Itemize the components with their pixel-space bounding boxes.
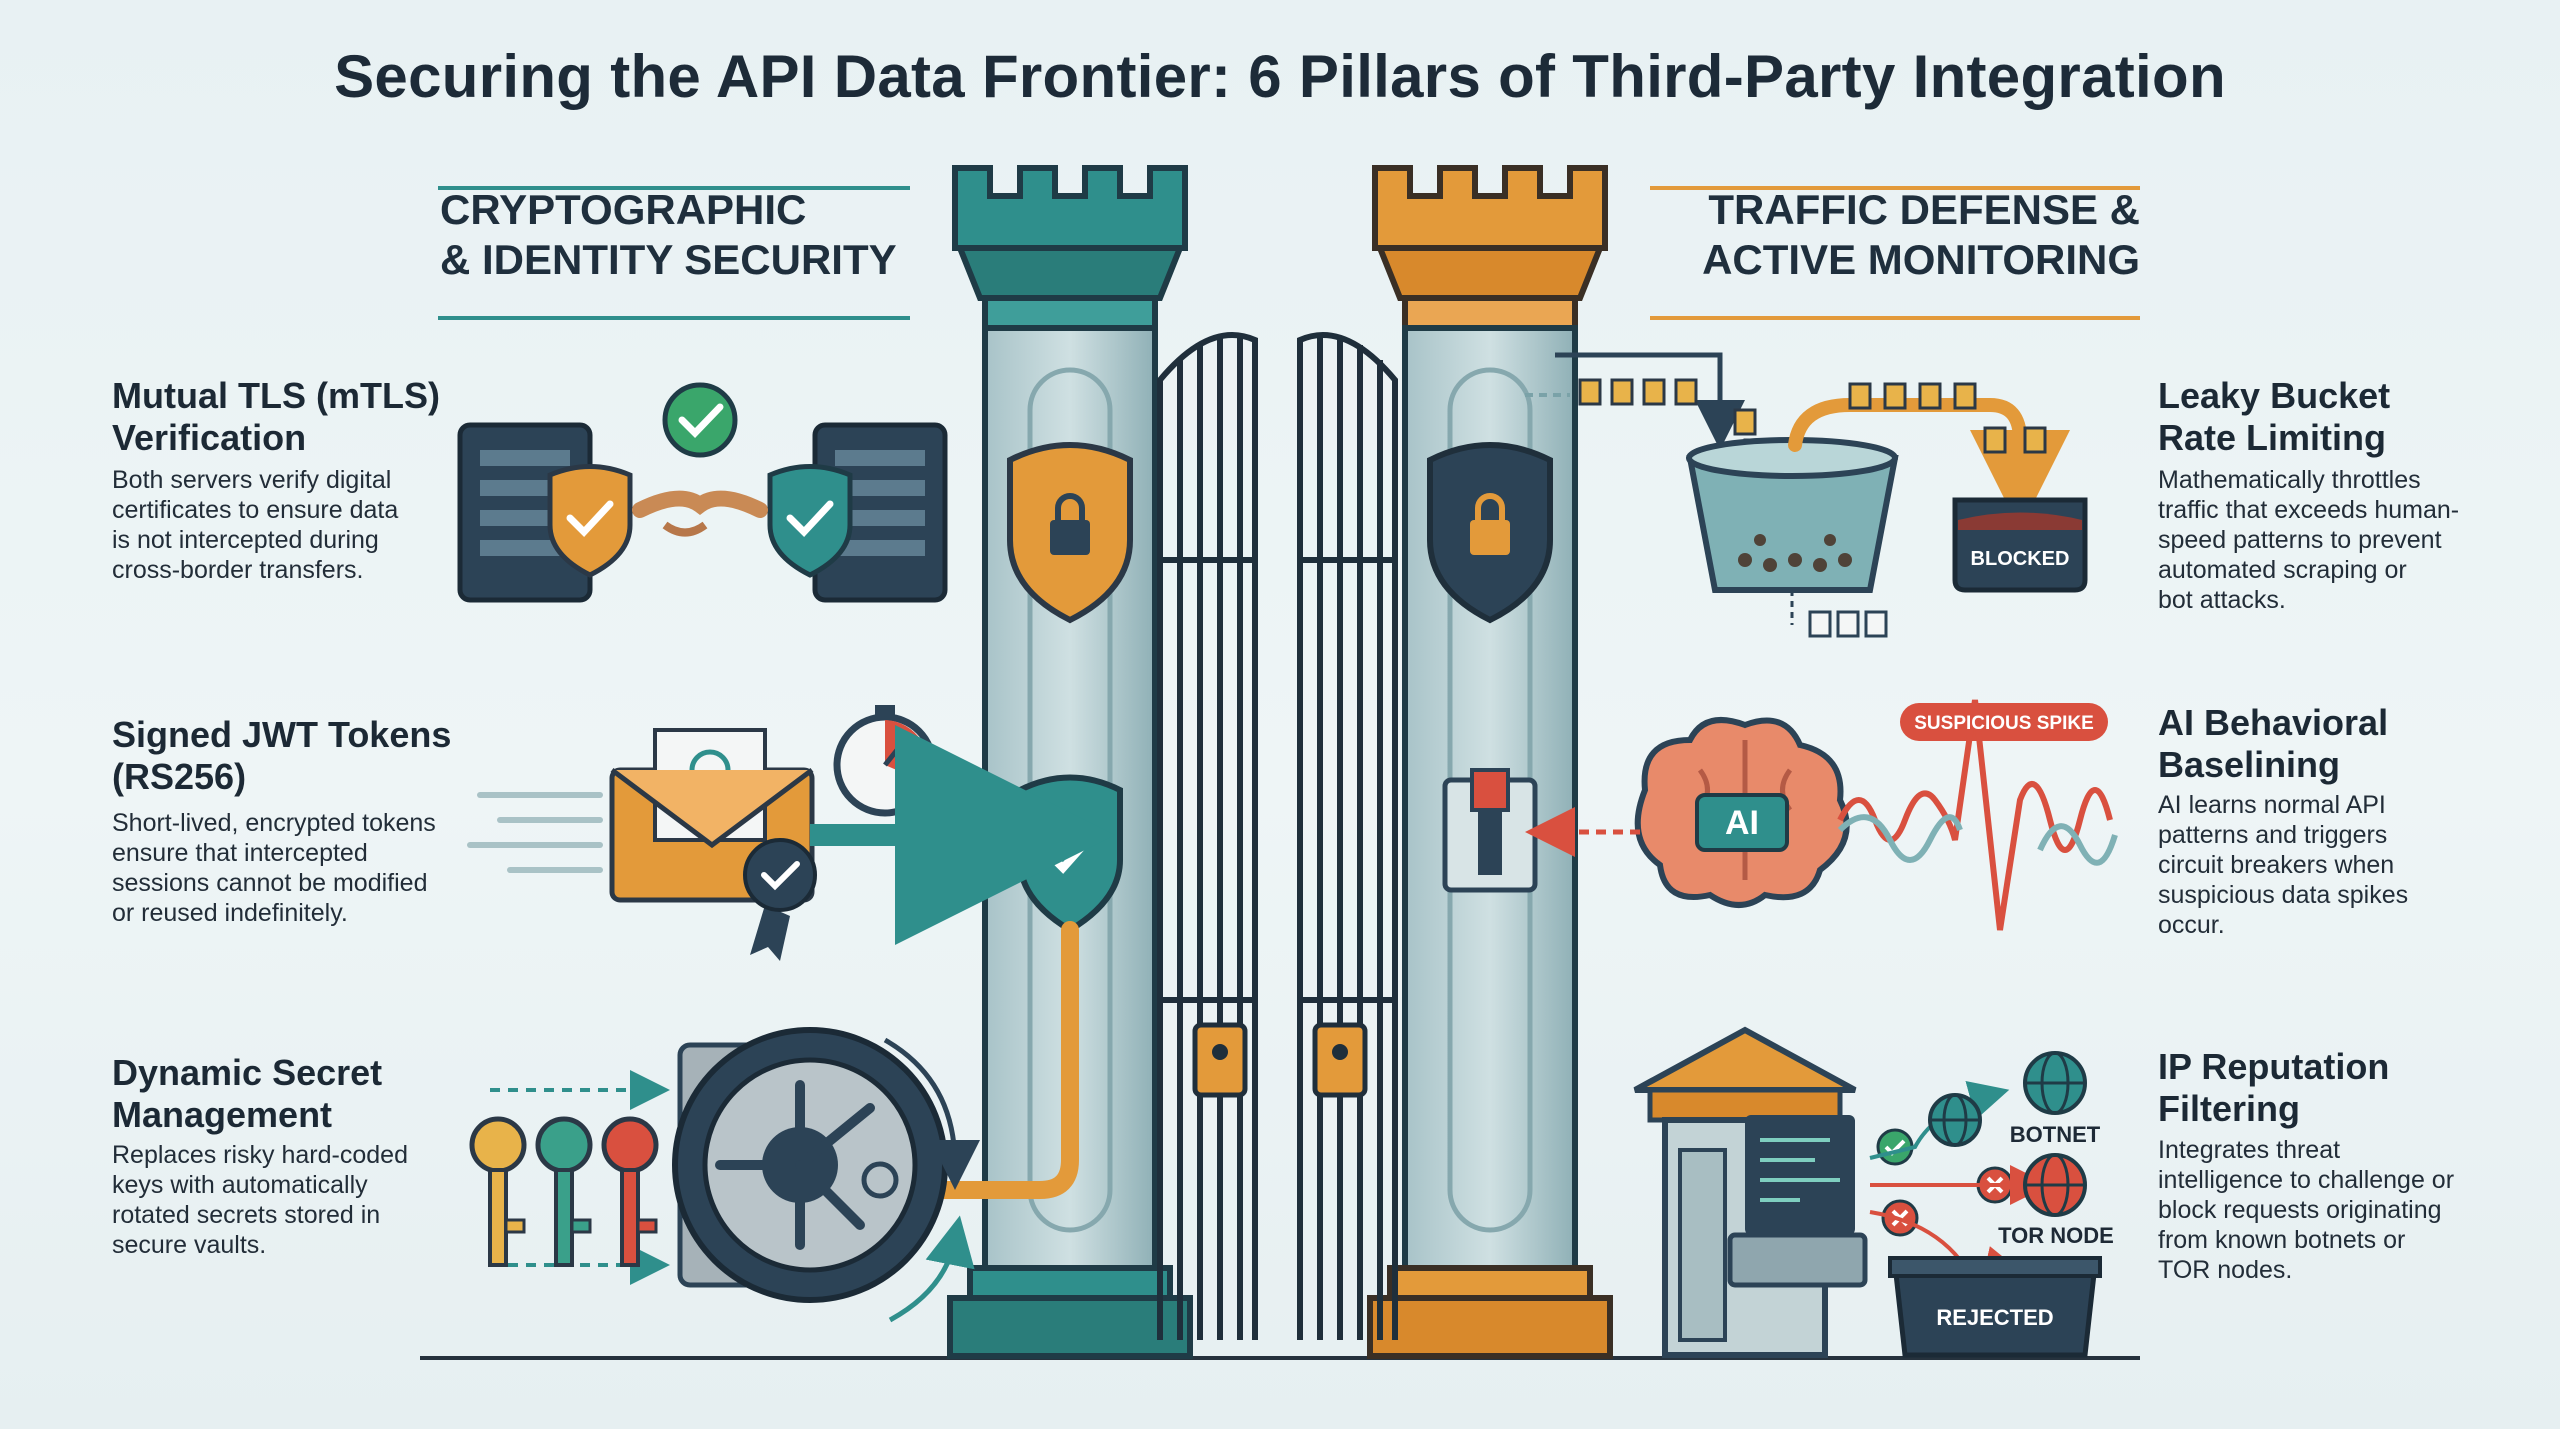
pillar-2-desc-line: ensure that intercepted: [112, 839, 368, 867]
packet-row: [1848, 382, 2047, 454]
pillar-1-desc-line: is not intercepted during: [112, 526, 379, 554]
pillar-1-title-line1: Mutual TLS (mTLS): [112, 375, 440, 416]
shield-check-orange-icon: [547, 464, 633, 578]
packet-row: [1578, 378, 1767, 466]
inflow-pipe: [1555, 352, 1745, 450]
shield-padlock-right-icon: [1427, 442, 1553, 624]
shield-check-teal-icon: [767, 464, 853, 578]
stopwatch-icon: [833, 705, 937, 817]
tower-right-icon: [1367, 165, 1613, 1359]
pillar-4-title: Leaky Bucket Rate Limiting: [2158, 375, 2390, 459]
packet-row: [1808, 610, 1888, 638]
vault-icon: [672, 1027, 948, 1303]
section-head-right: TRAFFIC DEFENSE & ACTIVE MONITORING: [1650, 185, 2140, 285]
section-head-left: CRYPTOGRAPHIC & IDENTITY SECURITY: [440, 185, 910, 285]
pillar-4-desc-line: bot attacks.: [2158, 586, 2286, 614]
pillar-4-desc-line: automated scraping or: [2158, 556, 2407, 584]
section-right-line1: TRAFFIC DEFENSE &: [1708, 186, 2140, 233]
pillar-5-desc: AI learns normal API patterns and trigge…: [2158, 790, 2408, 940]
pillar-5-desc-line: circuit breakers when: [2158, 851, 2395, 879]
pillar-1-desc-line: certificates to ensure data: [112, 496, 399, 524]
shield-padlock-left-icon: [1007, 442, 1133, 624]
wave-icon: [1837, 699, 2113, 931]
pillar-1-desc: Both servers verify digital certificates…: [112, 465, 398, 585]
gate-icon: [1157, 332, 1398, 1340]
pillar-3-title-line1: Dynamic Secret: [112, 1052, 383, 1093]
pillar-1-desc-line: cross-border transfers.: [112, 556, 364, 584]
pillar-5-desc-line: patterns and triggers: [2158, 821, 2388, 849]
pillar-2-desc: Short-lived, encrypted tokens ensure tha…: [112, 808, 436, 928]
handshake-icon: [632, 490, 768, 537]
rotation-arrow: [883, 1037, 980, 1190]
tor-node-label: TOR NODE: [1998, 1223, 2114, 1248]
pillar-3-title-line2: Management: [112, 1094, 333, 1135]
pillar-4-desc-line: speed patterns to prevent: [2158, 526, 2442, 554]
pillar-2-desc-line: or reused indefinitely.: [112, 899, 348, 927]
key-icon: [601, 1116, 659, 1267]
suspicious-badge-bg: [1900, 703, 2108, 741]
pillar-4-title-line2: Rate Limiting: [2158, 417, 2387, 458]
pillar-4-desc-line: Mathematically throttles: [2158, 466, 2421, 494]
checkmark-badge-icon: [662, 382, 738, 458]
section-left-line2: & IDENTITY SECURITY: [440, 236, 897, 283]
blocked-label: BLOCKED: [1971, 548, 2070, 570]
section-left-line1: CRYPTOGRAPHIC: [440, 186, 807, 233]
page-title: Securing the API Data Frontier: 6 Pillar…: [334, 43, 2226, 110]
pillar-6-title-line2: Filtering: [2158, 1088, 2300, 1129]
pillar-3-title: Dynamic Secret Management: [112, 1052, 382, 1136]
guard-booth-icon: [1633, 1026, 1868, 1358]
pillar-1-title: Mutual TLS (mTLS) Verification: [112, 375, 440, 459]
pillar-6-title: IP Reputation Filtering: [2158, 1046, 2389, 1130]
pillar-6-desc: Integrates threat intelligence to challe…: [2158, 1135, 2454, 1285]
pillar-6-desc-line: Integrates threat: [2158, 1136, 2341, 1164]
suspicious-spike-label: SUSPICIOUS SPIKE: [1914, 713, 2094, 734]
pillar-6-desc-line: from known botnets or: [2158, 1226, 2406, 1254]
speed-lines: [467, 792, 603, 873]
key-icon: [535, 1116, 593, 1267]
globe-icon: [2023, 1051, 2087, 1115]
pillar-4-title-line1: Leaky Bucket: [2158, 375, 2391, 416]
pillar-1-desc-line: Both servers verify digital: [112, 466, 392, 494]
pillar-4-desc: Mathematically throttles traffic that ex…: [2158, 465, 2459, 615]
pillar-4-desc-line: traffic that exceeds human-: [2158, 496, 2460, 524]
pillar-3-desc: Replaces risky hard-coded keys with auto…: [112, 1140, 408, 1260]
pillar-2-title-line1: Signed JWT Tokens: [112, 714, 452, 755]
pillar-3-desc-line: secure vaults.: [112, 1231, 267, 1259]
globe-icon: [1928, 1093, 1982, 1147]
pillar-5-title-line2: Baselining: [2158, 744, 2341, 785]
pillar-5-desc-line: occur.: [2158, 911, 2225, 939]
breaker-switch-icon: [1442, 768, 1538, 893]
rotation-arrow: [888, 1215, 975, 1323]
pillar-6-title-line1: IP Reputation: [2158, 1046, 2390, 1087]
key-icon: [469, 1116, 527, 1267]
ribbon-seal-icon: [743, 838, 817, 961]
botnet-label: BOTNET: [2010, 1122, 2101, 1147]
bucket-icon: [1686, 437, 1899, 593]
pillar-6-desc-line: TOR nodes.: [2158, 1256, 2293, 1284]
server-icon: [812, 422, 948, 603]
pillar-5-desc-line: AI learns normal API: [2158, 791, 2386, 819]
pillar-3-desc-line: rotated secrets stored in: [112, 1201, 381, 1229]
pillar-5-title: AI Behavioral Baselining: [2158, 702, 2388, 786]
rejected-bin-icon: [1888, 1256, 2102, 1358]
flow-pipe: [921, 921, 1079, 1199]
globe-icon: [2023, 1153, 2087, 1217]
pillar-5-title-line1: AI Behavioral: [2158, 702, 2389, 743]
brain-icon: [1634, 717, 1850, 908]
pillar-3-desc-line: Replaces risky hard-coded: [112, 1141, 408, 1169]
pillar-5-desc-line: suspicious data spikes: [2158, 881, 2409, 909]
rejected-label: REJECTED: [1936, 1305, 2053, 1330]
pillar-2-title-line2: (RS256): [112, 756, 247, 797]
pillar-2-title: Signed JWT Tokens (RS256): [112, 714, 451, 798]
ai-label: AI: [1725, 804, 1759, 842]
blocked-bin-icon: [1952, 497, 2088, 593]
pillar-2-desc-line: sessions cannot be modified: [112, 869, 428, 897]
section-right-line2: ACTIVE MONITORING: [1702, 236, 2140, 283]
pillar-6-desc-line: block requests originating: [2158, 1196, 2442, 1224]
pillar-2-desc-line: Short-lived, encrypted tokens: [112, 809, 436, 837]
pillar-6-desc-line: intelligence to challenge or: [2158, 1166, 2455, 1194]
pillar-3-desc-line: keys with automatically: [112, 1171, 368, 1199]
pillar-1-title-line2: Verification: [112, 417, 307, 458]
